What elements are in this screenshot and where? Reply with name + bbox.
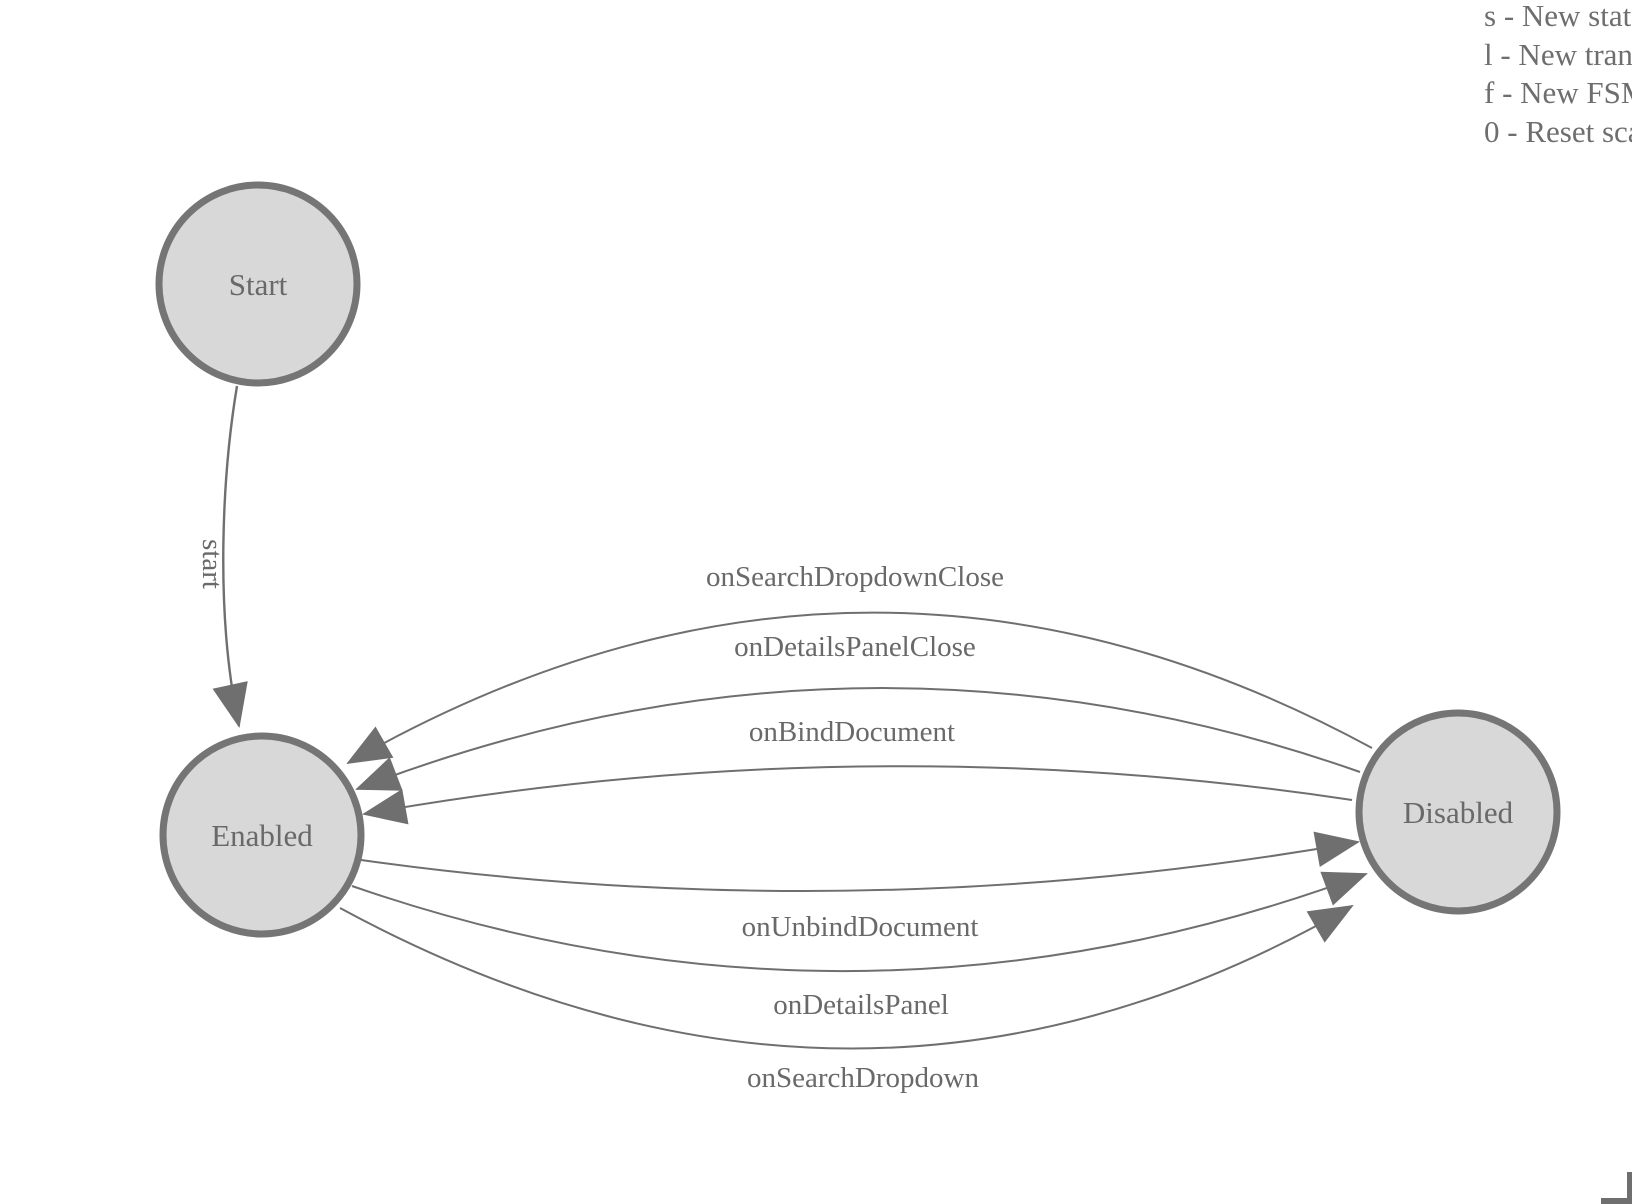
- state-label-enabled: Enabled: [211, 818, 313, 853]
- corner-handle: [1601, 1172, 1632, 1204]
- shortcut-line-new-fsm: f - New FSM: [1484, 75, 1632, 110]
- transition-disabled-to-enabled-3[interactable]: [362, 765, 1353, 825]
- transition-enabled-to-disabled-1[interactable]: [360, 831, 1360, 893]
- shortcut-line-reset-scale: 0 - Reset scale: [1484, 113, 1632, 149]
- transition-label-onsearchdropdown: onSearchDropdown: [747, 1062, 979, 1094]
- shortcut-line-new-state: s - New state: [1484, 0, 1632, 33]
- state-node-start[interactable]: [155, 181, 361, 387]
- transition-disabled-to-enabled-2[interactable]: [355, 687, 1361, 791]
- transition-enabled-to-disabled-3[interactable]: [339, 905, 1354, 1050]
- state-label-start: Start: [229, 267, 288, 302]
- state-label-disabled: Disabled: [1403, 795, 1514, 830]
- transition-label-start: start: [196, 539, 228, 589]
- transition-label-onsearchdropdownclose: onSearchDropdownClose: [706, 561, 1004, 593]
- shortcut-line-new-transition: l - New transition: [1484, 36, 1632, 72]
- shortcut-legend: s - New state l - New transition f - New…: [1484, 0, 1632, 151]
- transition-label-onbinddocument: onBindDocument: [749, 716, 955, 748]
- state-node-disabled[interactable]: [1355, 709, 1561, 915]
- transition-enabled-to-disabled-2[interactable]: [351, 871, 1368, 973]
- transition-disabled-to-enabled-1[interactable]: [346, 611, 1373, 764]
- transition-start-to-enabled[interactable]: [212, 385, 248, 728]
- transition-label-onunbinddocument: onUnbindDocument: [742, 911, 979, 943]
- transition-label-ondetailspanel: onDetailsPanel: [773, 989, 949, 1021]
- state-node-enabled[interactable]: [159, 732, 365, 938]
- transition-label-ondetailspanelclose: onDetailsPanelClose: [734, 631, 976, 663]
